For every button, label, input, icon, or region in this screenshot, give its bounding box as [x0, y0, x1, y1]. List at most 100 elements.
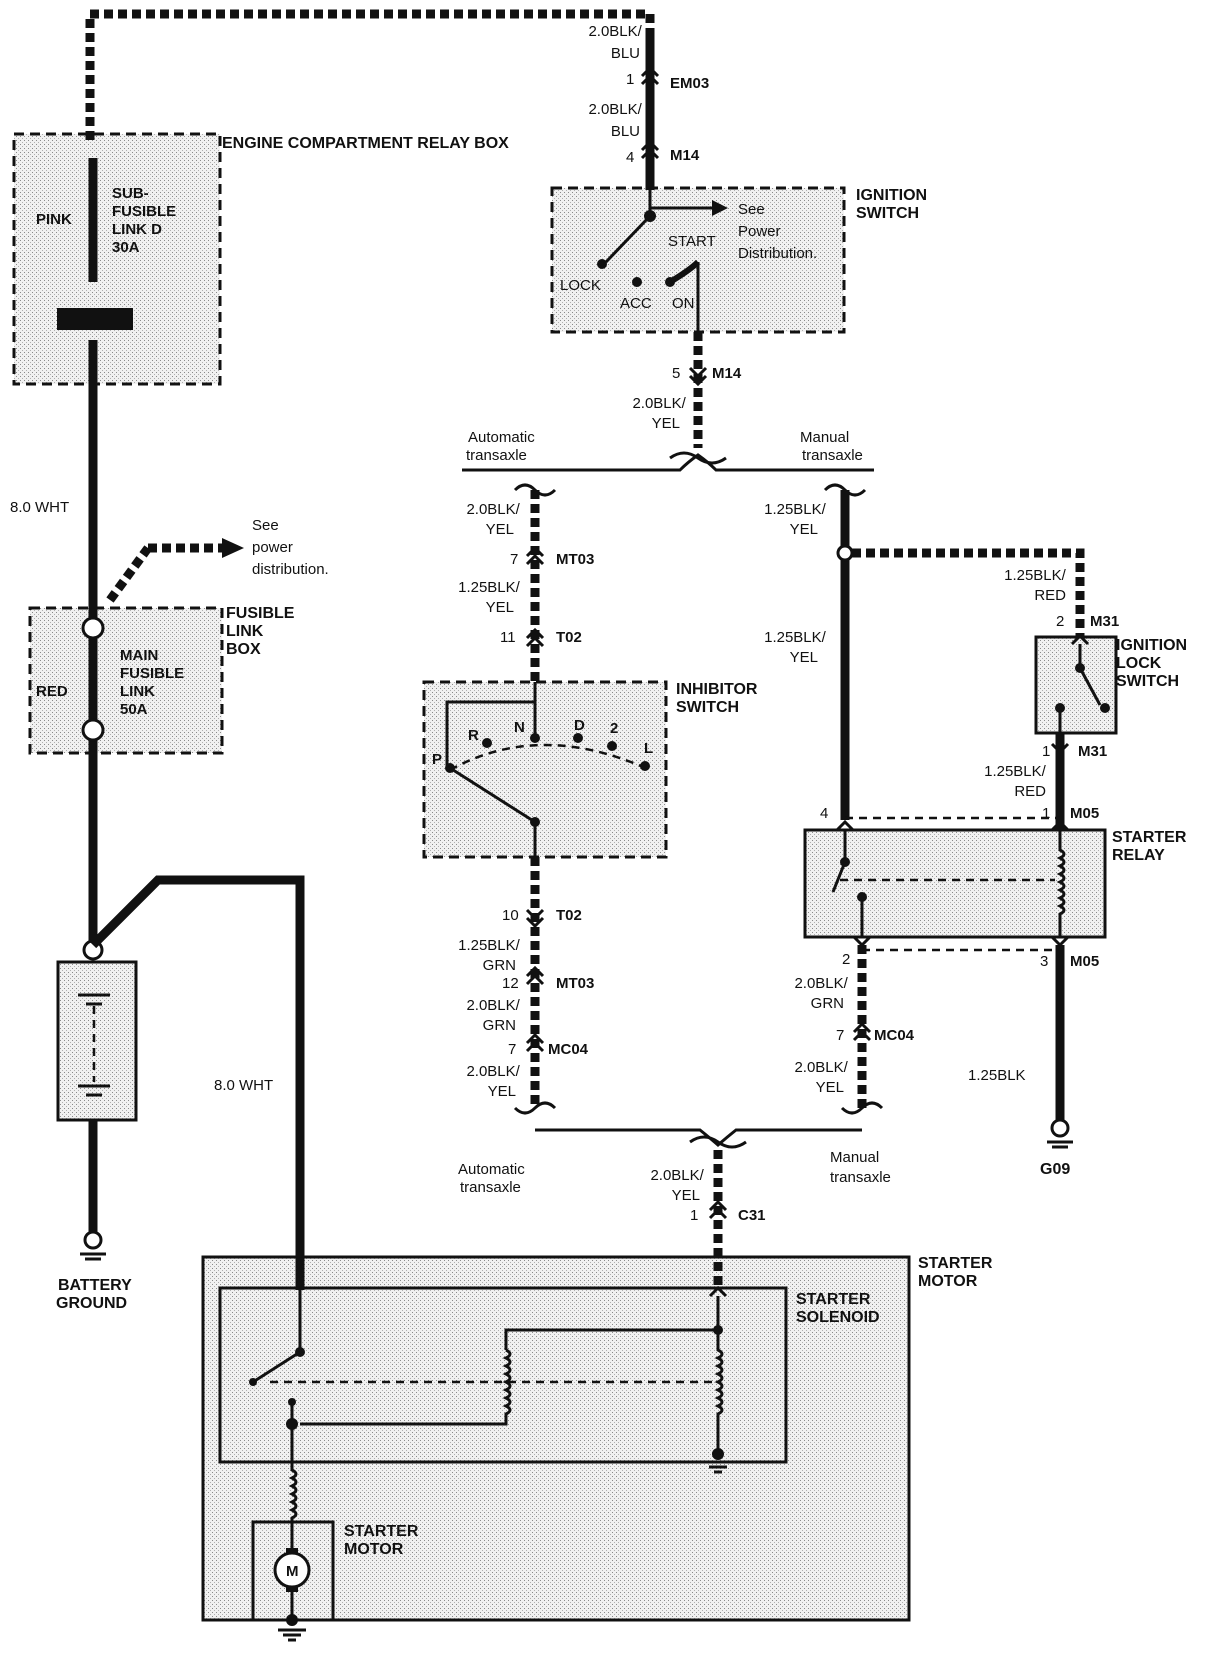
branch-bracket-bot-wave: [689, 1135, 747, 1149]
solenoid-pull-in-coil: [300, 1348, 512, 1426]
inhibitor-switch-box: [422, 680, 668, 859]
inh-frame: [445, 700, 535, 767]
m05-pin2: 2: [842, 951, 850, 968]
m14-bot-pin: 5: [672, 365, 680, 382]
inh-arc: [449, 743, 651, 772]
manual-transaxle-bot: Manual transaxle: [830, 1149, 891, 1186]
m05-top-pin: 1: [1042, 805, 1050, 822]
wire-label-man3: 2.0BLK/ GRN: [794, 975, 852, 1012]
starter-motor-inner-label: STARTER MOTOR: [344, 1523, 423, 1558]
inh-d-label: D: [574, 717, 585, 734]
solenoid-pull-in-loop: [504, 1328, 718, 1350]
starter-relay-label: STARTER RELAY: [1112, 829, 1191, 864]
mc04-man-name: MC04: [874, 1027, 915, 1044]
c31-pin: 1: [690, 1207, 698, 1224]
m05-pin4: 4: [820, 805, 828, 822]
wire-label-c31: 2.0BLK/ YEL: [650, 1167, 708, 1204]
inh-2-label: 2: [610, 720, 618, 737]
main-fusible-top: [81, 616, 105, 640]
auto-transaxle-top: Automatic transaxle: [466, 429, 539, 464]
m05-bot-pin: 3: [1040, 953, 1048, 970]
engine-relay-box: [12, 132, 222, 386]
inhibitor-switch-label: INHIBITOR SWITCH: [676, 681, 762, 716]
motor-brush: [286, 1586, 298, 1592]
g09-label: G09: [1040, 1161, 1070, 1178]
engine-relay-box-label: ENGINE COMPARTMENT RELAY BOX: [222, 135, 509, 152]
wire-label-auto3: 1.25BLK/ GRN: [458, 937, 524, 974]
lock-blade: [1078, 667, 1102, 706]
ign-acc-contact: [632, 277, 642, 287]
branch-bracket-top: [462, 453, 874, 472]
m14-top-name: M14: [670, 147, 700, 164]
t02-top-pin: 11: [500, 629, 516, 646]
m14-bot-name: M14: [712, 365, 742, 382]
motor-brush: [286, 1548, 298, 1554]
m31-bot-pin: 1: [1042, 743, 1050, 760]
t02-top-name: T02: [556, 629, 582, 646]
ign-blade: [604, 214, 652, 264]
wave-man-bot: [840, 1101, 884, 1115]
solenoid-blade: [252, 1350, 301, 1384]
man-splice: [836, 544, 854, 562]
ignition-lock-switch-label: IGNITION LOCK SWITCH: [1116, 637, 1192, 690]
wire-label-man1: 1.25BLK/ YEL: [764, 501, 830, 538]
see-power-lower: See power distribution.: [252, 517, 329, 578]
solenoid-blade-end: [249, 1378, 257, 1386]
wire-label-lock-red2: 1.25BLK/ RED: [984, 763, 1050, 800]
branch-bracket-top-wave: [669, 451, 727, 465]
connector-m31-top: [1070, 633, 1090, 646]
manual-transaxle-top: Manual transaxle: [800, 429, 863, 464]
inh-n-contact: [530, 733, 540, 743]
m31-top-pin: 2: [1056, 613, 1064, 630]
connector-em03: [640, 65, 660, 86]
wire-label-auto5: 2.0BLK/ YEL: [466, 1063, 524, 1100]
inh-p-label: P: [432, 751, 442, 768]
ign-lock-label: LOCK: [560, 277, 601, 294]
em03-name: EM03: [670, 75, 709, 92]
connector-mc04-man: [852, 1021, 872, 1042]
starter-relay-box: [803, 828, 1107, 939]
connector-mt03-bot: [525, 965, 545, 986]
connector-mt03-top: [525, 545, 545, 566]
wire-see-power: [106, 545, 152, 603]
inh-2-contact: [607, 741, 617, 751]
motor-symbol-label: M: [286, 1563, 299, 1580]
wire-lock-red: [852, 548, 1085, 636]
em03-pin: 1: [626, 71, 634, 88]
motor-ground-node: [286, 1614, 298, 1626]
ign-acc-label: ACC: [620, 295, 652, 312]
connector-t02-bot: [525, 908, 545, 929]
inh-n-label: N: [514, 719, 525, 736]
connector-m05-pin4: [835, 819, 855, 832]
red-label: RED: [36, 683, 68, 700]
wire-label-top1: 2.0BLK/ BLU: [588, 23, 646, 62]
m31-top-name: M31: [1090, 613, 1119, 630]
main-fusible-bot: [81, 718, 105, 742]
solenoid-hold-coil: [714, 1330, 724, 1454]
m31-bot-name: M31: [1078, 743, 1107, 760]
mc04-auto-pin: 7: [508, 1041, 516, 1058]
mt03-bot-pin: 12: [502, 975, 519, 992]
arrow-see-power-ign: [712, 200, 728, 216]
fusible-link-box: [28, 606, 224, 755]
mc04-auto-name: MC04: [548, 1041, 589, 1058]
auto-transaxle-bot: Automatic transaxle: [458, 1161, 529, 1196]
ign-lock-contact: [597, 259, 607, 269]
branch-bracket-bot: [535, 1128, 862, 1147]
wire-label-auto2: 1.25BLK/ YEL: [458, 579, 524, 616]
pink-label: PINK: [36, 211, 72, 228]
m05-top-name: M05: [1070, 805, 1099, 822]
mt03-top-pin: 7: [510, 551, 518, 568]
wire-label-ign-out: 2.0BLK/ YEL: [632, 395, 690, 432]
wire-label-gnd: 1.25BLK: [968, 1067, 1026, 1084]
field-coil: [288, 1424, 298, 1552]
connector-mc04-auto: [525, 1032, 545, 1053]
ign-start-label: START: [668, 233, 716, 250]
wire-8wht-starter: [89, 875, 305, 1290]
connector-m14-bot: [688, 366, 708, 387]
inh-d-contact: [573, 733, 583, 743]
starter-motor-box-label: STARTER MOTOR: [918, 1255, 997, 1290]
starter-solenoid-label: STARTER SOLENOID: [796, 1291, 880, 1326]
lock-contact-b: [1100, 703, 1110, 713]
relay-coil: [1056, 830, 1066, 937]
